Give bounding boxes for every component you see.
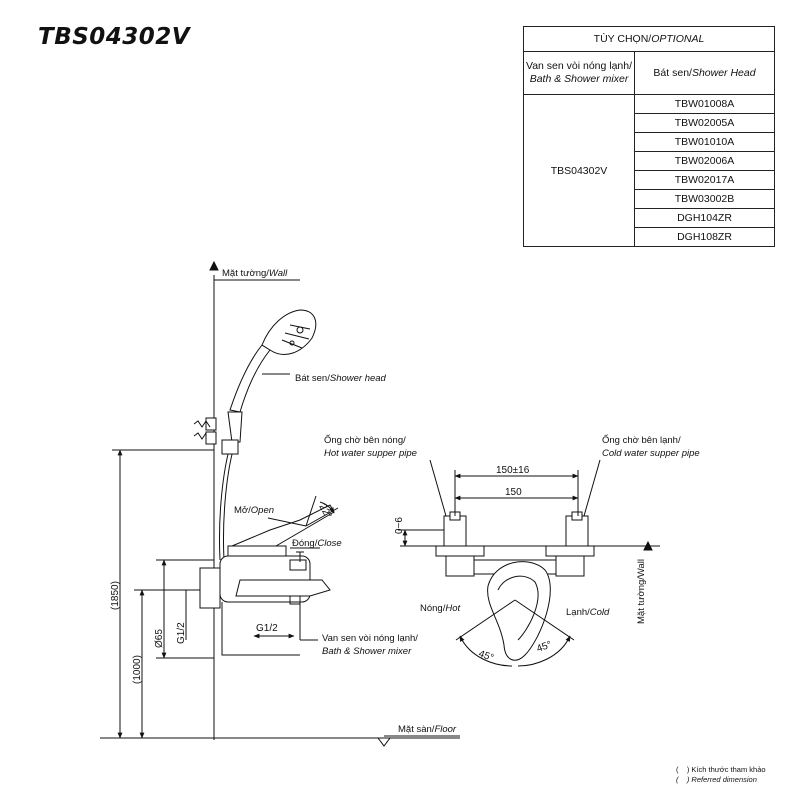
footnote-line-2: ( ) Referred dimension xyxy=(676,775,766,785)
options-table-title: TÙY CHỌN/OPTIONAL xyxy=(523,26,775,52)
top-wall-marker xyxy=(643,540,653,551)
title-en: OPTIONAL xyxy=(651,33,705,45)
footnote-paren: ( xyxy=(676,765,679,774)
wall-marker xyxy=(209,260,219,271)
title-vn: TÙY CHỌN/ xyxy=(593,33,652,45)
shower-hose-inner xyxy=(223,439,237,561)
hot-angle-arc xyxy=(459,635,513,667)
cold-pipe-label-en: Cold water supper pipe xyxy=(602,448,700,459)
options-table-title-row: TÙY CHỌN/OPTIONAL xyxy=(523,26,775,52)
footnote: ( ) Kích thước tham khảo ( ) Referred di… xyxy=(676,765,766,785)
wall-label: Mặt tường/Wall xyxy=(222,268,288,279)
mixer-label-en: Bath & Shower mixer xyxy=(322,646,412,657)
col2-vn: Bát sen/ xyxy=(653,66,692,79)
options-table: TÙY CHỌN/OPTIONAL Van sen vòi nóng lạnh/… xyxy=(523,26,775,247)
table-row: TBW02005A xyxy=(524,113,775,133)
open-label: Mở/Open xyxy=(234,505,274,516)
cold-label: Lạnh/Cold xyxy=(566,607,610,618)
floor-label: Mặt sàn/Floor xyxy=(398,724,457,735)
dim-offset-label: 0~6 xyxy=(394,517,405,534)
dim-g-half-bottom-label: G1/2 xyxy=(256,623,278,634)
open-leader xyxy=(267,517,307,527)
hot-pipe-label: Ống chờ bên nóng/ xyxy=(324,434,406,446)
dim-d65-label: Ø65 xyxy=(154,629,165,648)
shower-head-code: TBW02005A xyxy=(634,113,775,133)
col1-en: Bath & Shower mixer xyxy=(529,73,629,85)
cold-pipe-leader xyxy=(583,459,601,517)
table-row: DGH104ZR xyxy=(524,208,775,228)
shower-head-code: DGH104ZR xyxy=(634,208,775,228)
cold-angle-ray xyxy=(514,599,575,641)
table-row: DGH108ZR xyxy=(524,227,775,247)
dim-g-half-left-label: G1/2 xyxy=(176,622,187,644)
hot-label: Nóng/Hot xyxy=(420,603,461,614)
table-row: TBS04302V TBW01008A xyxy=(523,94,775,247)
slide-bar-bracket xyxy=(193,417,217,445)
hot-pipe-label-en: Hot water supper pipe xyxy=(324,448,417,459)
side-view xyxy=(100,260,460,747)
options-table-header-row: Van sen vòi nóng lạnh/Bath & Shower mixe… xyxy=(523,51,775,95)
mixer-label: Van sen vòi nóng lạnh/ xyxy=(322,633,418,644)
hot-pipe-leader xyxy=(429,459,447,517)
dim-1850-label: (1850) xyxy=(110,581,121,610)
footnote-text-en: ) Referred dimension xyxy=(686,775,757,784)
hot-angle-ray xyxy=(455,599,516,641)
angle-left-label: 45° xyxy=(477,648,495,664)
close-label: Đóng/Close xyxy=(292,538,342,549)
lever-angle-arc xyxy=(319,501,335,514)
col2-en: Shower Head xyxy=(691,66,756,79)
footnote-text-vn: ) Kích thước tham khảo xyxy=(686,765,766,774)
dim-1000-label: (1000) xyxy=(132,655,143,684)
shower-head-code: DGH108ZR xyxy=(634,227,775,247)
wall-right-label: Mặt tường/Wall xyxy=(636,559,647,624)
lever-open-line xyxy=(305,495,317,527)
shower-hose xyxy=(219,439,233,561)
shower-head-label: Bát sen/Shower head xyxy=(295,373,387,384)
mixer-model-cell: TBS04302V xyxy=(523,94,635,247)
table-row: TBW02017A xyxy=(524,170,775,190)
dim-span-adj-label: 150±16 xyxy=(496,465,530,476)
footnote-paren: ( xyxy=(676,775,679,784)
footnote-line-1: ( ) Kích thước tham khảo xyxy=(676,765,766,775)
dim-span-label: 150 xyxy=(505,487,522,498)
mixer-top-view xyxy=(435,545,595,661)
model-title: TBS04302V xyxy=(38,24,191,50)
floor-marker xyxy=(377,737,391,747)
shower-head-code: TBW02017A xyxy=(634,170,775,190)
cold-angle-arc xyxy=(517,635,571,667)
col-header-shower-head: Bát sen/Shower Head xyxy=(634,51,775,95)
hand-shower xyxy=(221,309,317,455)
cold-pipe-label: Ống chờ bên lạnh/ xyxy=(602,434,681,446)
col1-vn: Van sen vòi nóng lạnh/ xyxy=(525,60,633,72)
angle-right-label: 45° xyxy=(535,639,553,655)
top-view xyxy=(398,459,660,667)
